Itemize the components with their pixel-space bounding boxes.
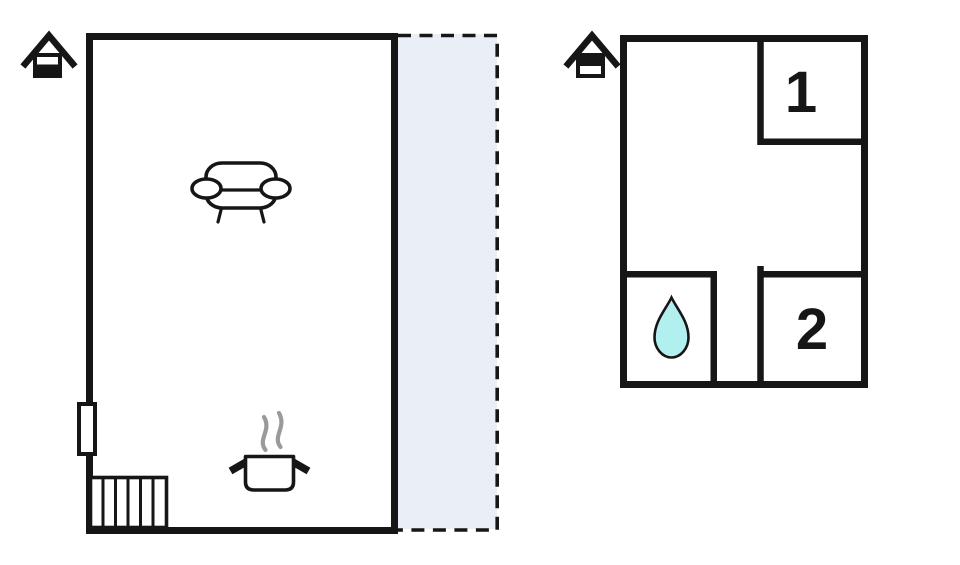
staircase-icon [88,475,169,530]
room-2-label: 2 [795,296,829,362]
ground-floor-house-icon [20,30,78,78]
sofa-icon [190,161,292,224]
room-1-label: 1 [784,59,818,125]
water-drop-icon [653,294,690,359]
terrace-fill [398,34,497,529]
steam-icon [260,410,284,453]
cooking-pot-icon [228,454,311,492]
ground-floor-walls [86,33,398,534]
window-icon [77,402,97,456]
terrace-dashed-area [398,33,499,532]
terrace-dashed-border [398,33,499,532]
upper-floor-house-icon [563,30,621,78]
